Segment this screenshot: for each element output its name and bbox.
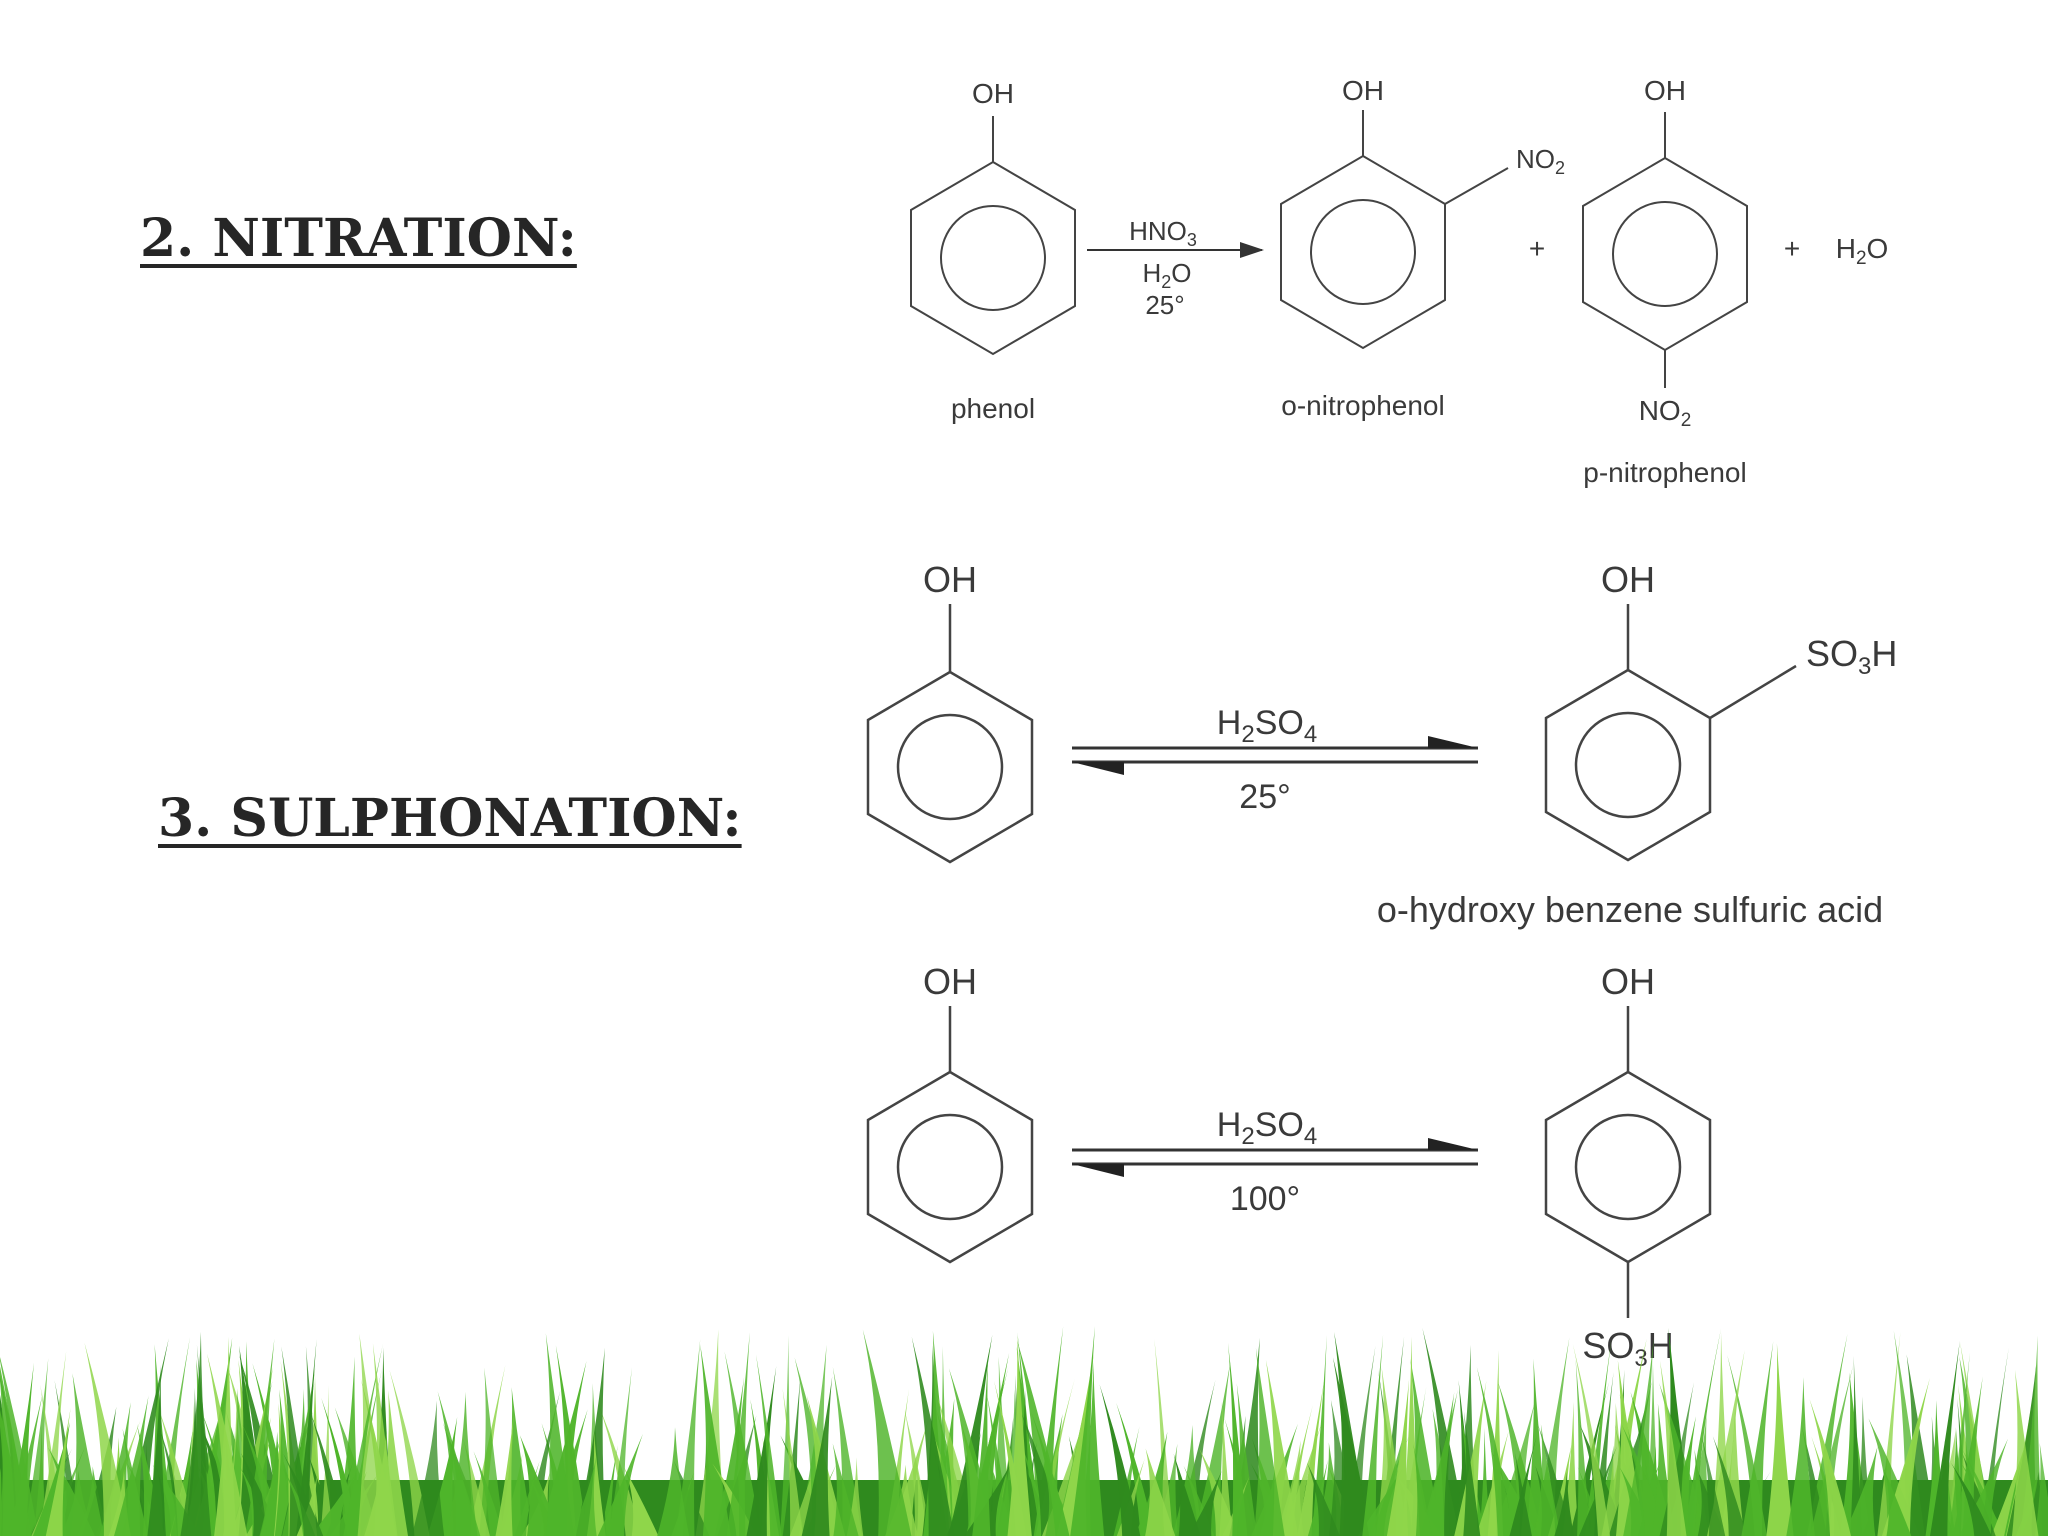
phenol-name-label: phenol: [951, 393, 1035, 424]
water-byproduct: H2O: [1836, 233, 1889, 269]
reagent-hno3: HNO3: [1129, 216, 1197, 250]
para-sulfonic-acid-structure: OH SO3H: [1544, 961, 1712, 1372]
temperature-25: 25°: [1239, 778, 1290, 816]
phenol-structure-3: OH: [866, 961, 1034, 1264]
equilibrium-arrows-1: H2SO4 25°: [1072, 704, 1478, 816]
reagent-h2o: H2O: [1142, 258, 1191, 292]
heading-nitration: 2. NITRATION:: [140, 208, 577, 269]
phenol-3-oh-label: OH: [923, 961, 977, 1002]
o-nitrophenol-structure: OH NO2 o-nitrophenol: [1280, 75, 1565, 421]
phenol-structure: OH phenol: [910, 78, 1076, 424]
plus-sign-2: +: [1784, 233, 1800, 264]
para-product-oh-label: OH: [1601, 961, 1655, 1002]
sulphonation-reaction-2: OH H2SO4 100° OH SO3H: [866, 961, 1712, 1372]
p-nitrophenol-oh-label: OH: [1644, 75, 1686, 106]
p-nitrophenol-no2-label: NO2: [1639, 395, 1692, 431]
o-nitrophenol-name-label: o-nitrophenol: [1281, 390, 1444, 421]
equilibrium-arrows-2: H2SO4 100°: [1072, 1106, 1478, 1218]
p-nitrophenol-name-label: p-nitrophenol: [1583, 457, 1746, 488]
temperature-100: 100°: [1230, 1180, 1300, 1218]
reagent-h2so4-2: H2SO4: [1217, 1106, 1317, 1150]
phenol-oh-label: OH: [972, 78, 1014, 109]
para-product-so3h-label: SO3H: [1582, 1325, 1673, 1372]
o-nitrophenol-no2-label: NO2: [1516, 144, 1565, 178]
phenol-2-oh-label: OH: [923, 559, 977, 600]
nitration-reaction: OH phenol HNO3 H2O 25° OH NO2 o-nitrophe…: [910, 75, 1889, 488]
sulphonation-reaction-1: OH H2SO4 25° OH SO3H o-hydroxy benzene s…: [866, 559, 1898, 930]
p-nitrophenol-structure: OH NO2 p-nitrophenol: [1582, 75, 1748, 488]
ortho-product-so3h-label: SO3H: [1806, 633, 1897, 680]
nitration-reagents: HNO3 H2O 25°: [1087, 216, 1264, 320]
phenol-structure-2: OH: [866, 559, 1034, 864]
ortho-product-name-label: o-hydroxy benzene sulfuric acid: [1377, 889, 1883, 930]
reagent-temperature: 25°: [1145, 290, 1184, 320]
grass-decoration: [0, 1326, 2048, 1536]
ortho-product-oh-label: OH: [1601, 559, 1655, 600]
o-nitrophenol-oh-label: OH: [1342, 75, 1384, 106]
reagent-h2so4-1: H2SO4: [1217, 704, 1317, 748]
ortho-sulfonic-acid-structure: OH SO3H o-hydroxy benzene sulfuric acid: [1377, 559, 1898, 930]
heading-sulphonation: 3. SULPHONATION:: [158, 788, 742, 849]
plus-sign-1: +: [1529, 233, 1545, 264]
